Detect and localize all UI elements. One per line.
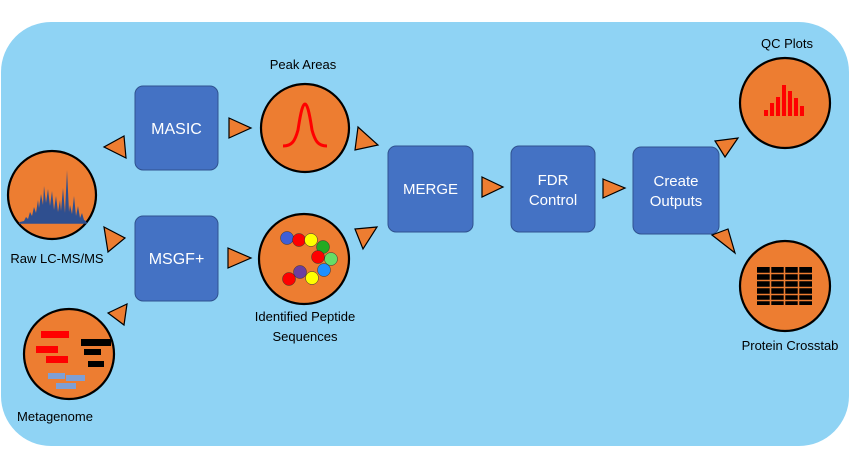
qc-plots-node: QC Plots xyxy=(738,36,832,150)
arrow-create-to-qc xyxy=(713,137,740,159)
peptides-label-line2: Sequences xyxy=(272,329,338,344)
arrow-msgf-to-peptides xyxy=(227,247,253,269)
mass-spectrum-icon xyxy=(19,170,87,224)
fdr-label-line1: FDR xyxy=(538,172,569,189)
protein-crosstab-label: Protein Crosstab xyxy=(742,338,839,353)
masic-label: MASIC xyxy=(151,121,202,138)
peptides-label-line1: Identified Peptide xyxy=(255,309,355,324)
protein-crosstab-node: Protein Crosstab xyxy=(738,239,839,353)
merge-label: MERGE xyxy=(403,181,458,198)
arrow-create-to-crosstab xyxy=(710,228,737,255)
raw-lcms-label: Raw LC-MS/MS xyxy=(10,251,104,266)
masic-box: MASIC xyxy=(134,85,219,171)
arrow-raw-to-msgf xyxy=(103,225,127,254)
fdr-label-line2: Control xyxy=(529,192,577,209)
arrow-metagenome-to-msgf xyxy=(106,302,128,327)
peak-areas-label: Peak Areas xyxy=(270,57,337,72)
flow-arrows xyxy=(102,117,740,327)
create-outputs-label-line2: Outputs xyxy=(650,193,703,210)
arrow-peptides-to-merge xyxy=(354,226,379,251)
arrow-merge-to-fdr xyxy=(481,176,505,198)
create-outputs-label-line1: Create xyxy=(653,173,698,190)
metagenome-label: Metagenome xyxy=(17,409,93,424)
create-outputs-box: Create Outputs xyxy=(632,146,720,235)
qc-plots-label: QC Plots xyxy=(761,36,814,51)
arrow-peak-to-merge xyxy=(354,125,380,151)
arrow-masic-to-peak xyxy=(228,117,253,139)
raw-lcms-node: Raw LC-MS/MS xyxy=(6,149,104,266)
arrow-fdr-to-create xyxy=(602,178,627,199)
fdr-control-box: FDR Control xyxy=(510,145,596,233)
msgf-label: MSGF+ xyxy=(149,251,205,268)
gene-blocks-icon xyxy=(36,331,111,389)
peptide-beads-icon xyxy=(280,231,338,286)
peak-areas-node: Peak Areas xyxy=(259,57,351,174)
metagenome-node: Metagenome xyxy=(17,307,116,424)
histogram-icon xyxy=(764,85,804,116)
gaussian-peak-icon xyxy=(282,102,328,148)
table-grid-icon xyxy=(757,267,812,305)
peptides-node: Identified Peptide Sequences xyxy=(255,212,355,344)
merge-box: MERGE xyxy=(387,145,474,233)
msgf-box: MSGF+ xyxy=(134,215,219,302)
arrow-raw-to-masic xyxy=(102,135,127,160)
